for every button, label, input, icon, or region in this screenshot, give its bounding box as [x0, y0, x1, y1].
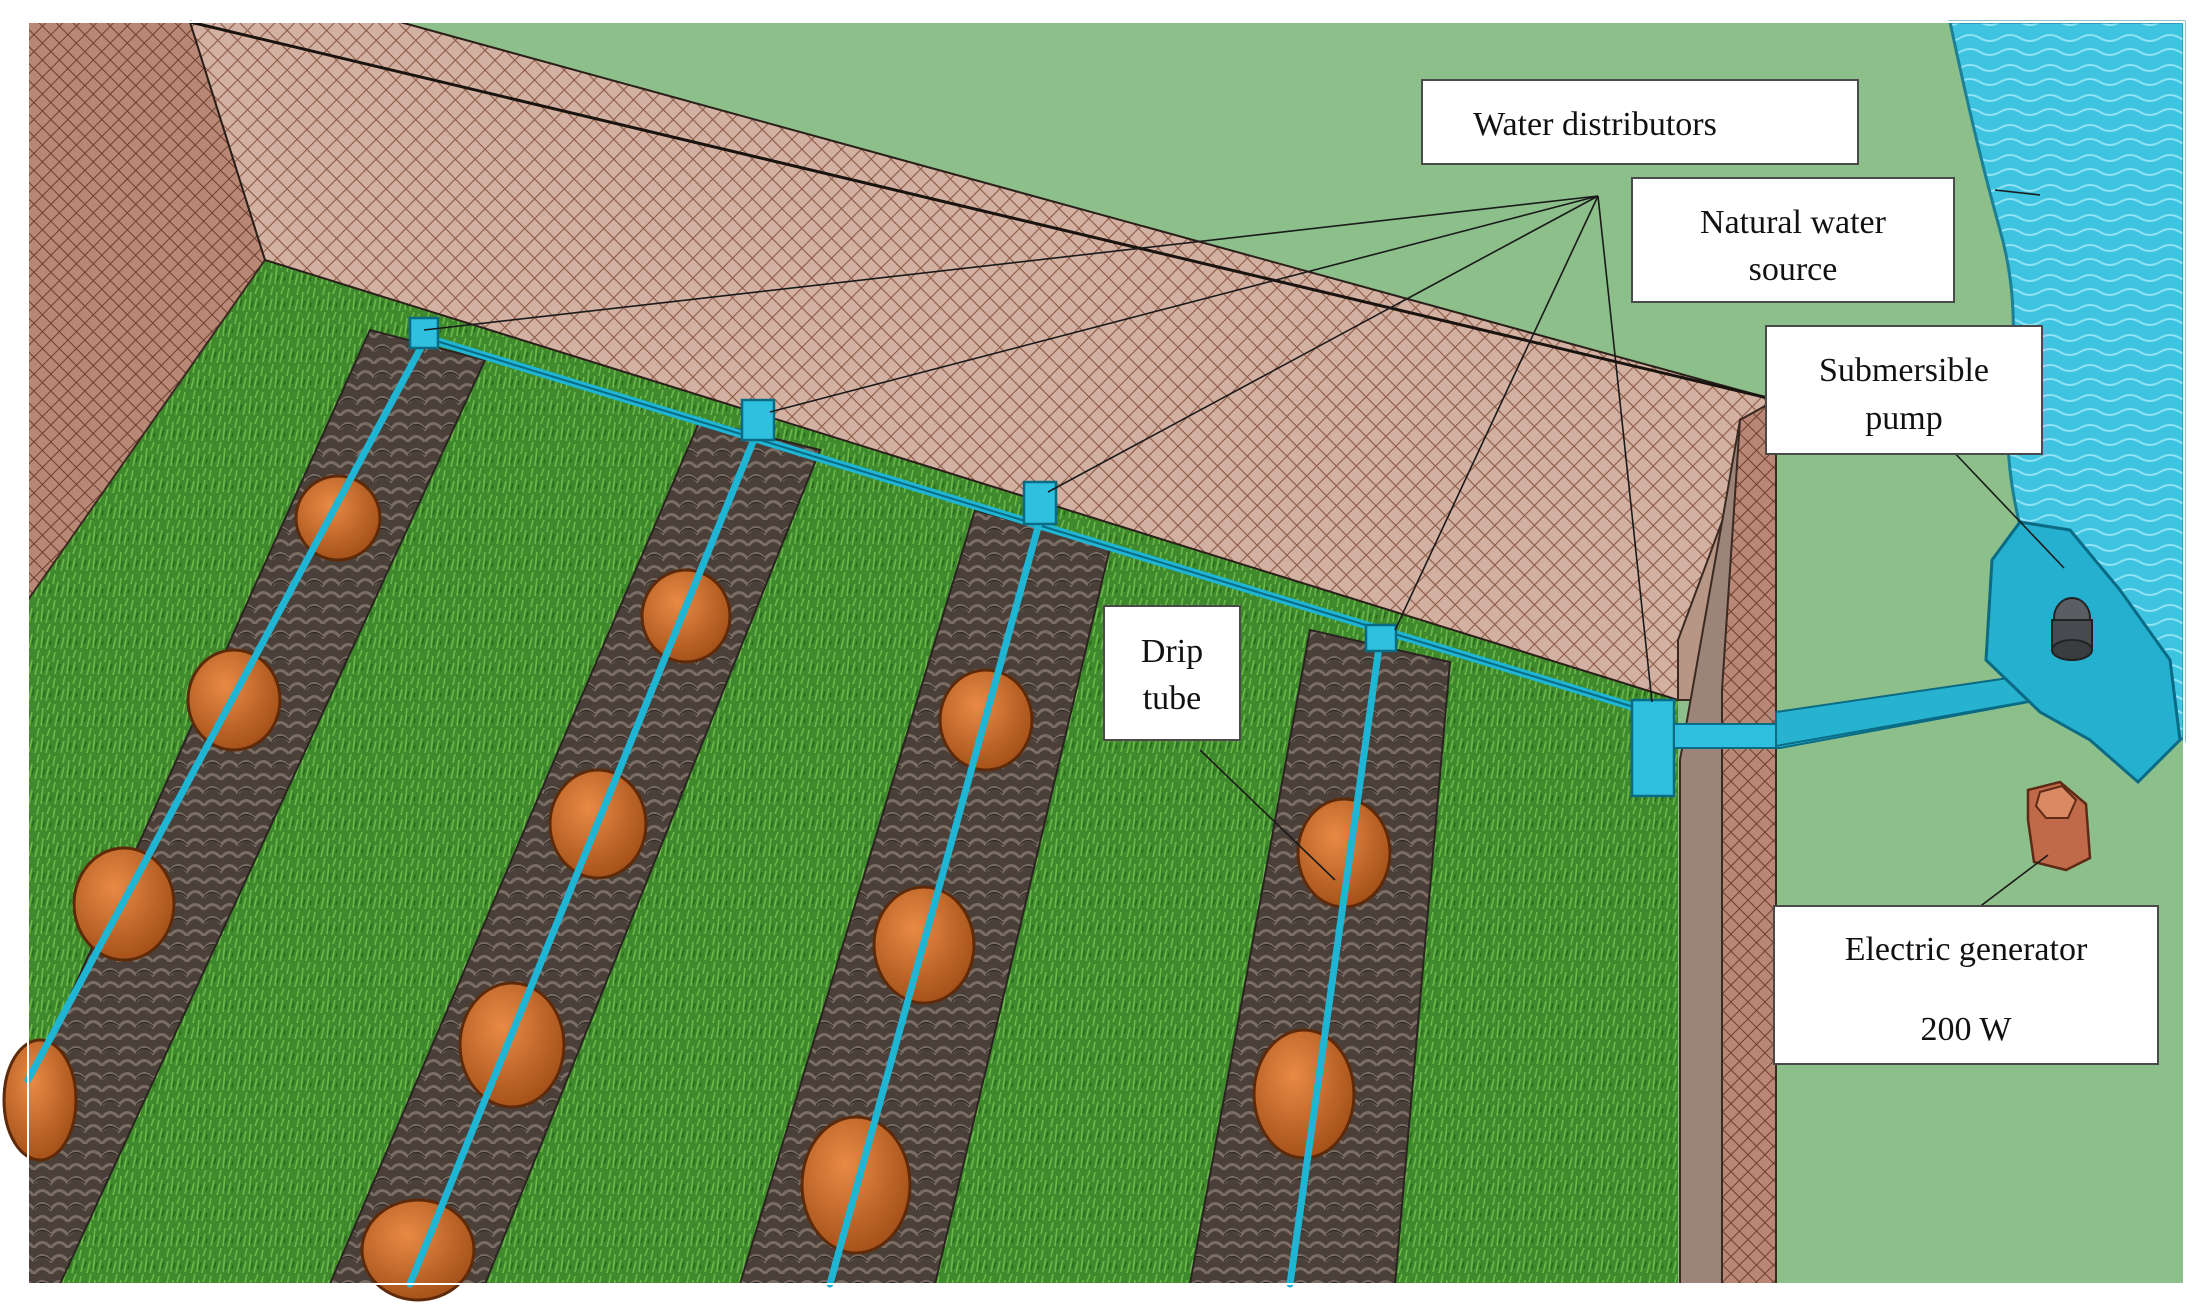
label-drip-tube-line2: tube — [1143, 680, 1202, 717]
drip-tube — [406, 428, 761, 1288]
label-natural-water-source-line2: source — [1749, 251, 1838, 288]
pot — [458, 981, 566, 1109]
pump-base — [2051, 639, 2093, 661]
pot — [1252, 1028, 1356, 1160]
submersible-pump — [1984, 520, 2182, 785]
drip-tubes — [24, 336, 1384, 1288]
distributor — [1364, 623, 1398, 653]
pot — [2, 1038, 78, 1162]
label-submersible-pump-line2: pump — [1865, 400, 1942, 437]
distributor — [1022, 480, 1058, 526]
distributor-main — [1630, 698, 1676, 798]
planting-rows — [2, 328, 1452, 1302]
label-submersible-pump: Submersible pump — [1765, 325, 2043, 455]
label-natural-water-source: Natural water source — [1631, 177, 1955, 303]
image-frame — [27, 21, 2185, 1285]
distributor — [740, 398, 776, 442]
label-water-distributors: Water distributors — [1421, 79, 1859, 165]
label-natural-water-source-line1: Natural water — [1700, 204, 1887, 241]
leader-lines — [423, 189, 2065, 909]
electric-generator — [2026, 780, 2092, 872]
label-water-distributors-text: Water distributors — [1473, 106, 1717, 143]
label-submersible-pump-line1: Submersible — [1819, 352, 1989, 389]
pot — [640, 568, 732, 664]
label-electric-generator-line2: 200 W — [1921, 1011, 2013, 1048]
wall-top-edge — [189, 20, 1769, 400]
drip-tube — [826, 516, 1044, 1288]
drip-tube — [24, 336, 429, 1084]
label-drip-tube-line1: Drip — [1141, 633, 1203, 670]
water-distributors — [408, 316, 1676, 798]
generator-top — [2034, 784, 2078, 819]
label-drip-tube: Drip tube — [1103, 605, 1241, 741]
distributor — [408, 316, 440, 350]
drip-tube — [1286, 636, 1384, 1288]
pot — [294, 474, 382, 562]
label-electric-generator-line1: Electric generator — [1845, 931, 2088, 968]
label-electric-generator: Electric generator 200 W — [1773, 905, 2159, 1065]
pot — [360, 1198, 476, 1302]
